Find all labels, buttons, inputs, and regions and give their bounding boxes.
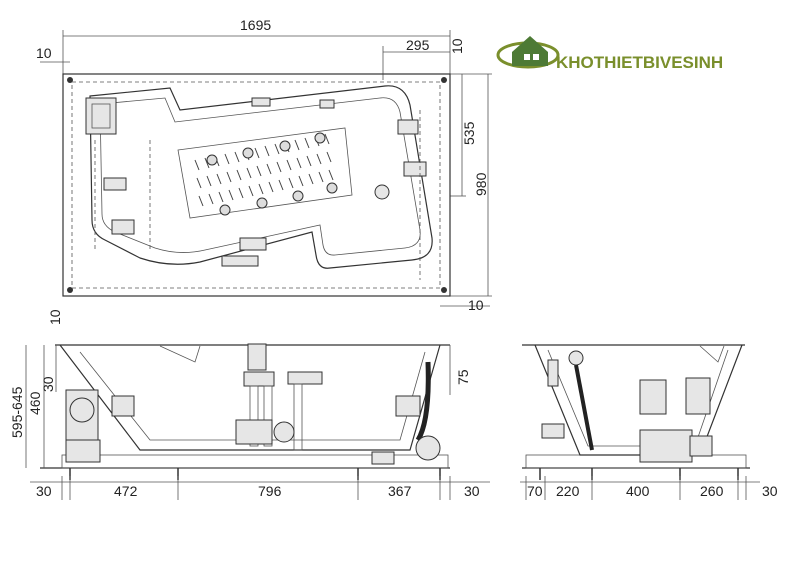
jet-grid <box>194 132 338 216</box>
dim-bottom-left-offset: 10 <box>47 309 63 325</box>
dim-front-right-edge: 30 <box>464 483 480 499</box>
fittings <box>103 97 427 267</box>
dim-corner-width: 295 <box>406 37 430 53</box>
dim-side-seg-c: 400 <box>626 483 650 499</box>
dim-front-seg-3: 367 <box>388 483 412 499</box>
dim-total-length: 1695 <box>240 17 271 33</box>
dim-total-width: 980 <box>473 172 489 196</box>
dim-bottom-right-offset: 10 <box>468 297 484 313</box>
dim-front-seg-1: 472 <box>114 483 138 499</box>
brand-name: KHOTHIETBIVESINH <box>556 53 723 72</box>
dim-right-offset-top: 10 <box>449 38 465 54</box>
front-view: 595-645 460 30 75 30 472 796 367 30 <box>9 343 490 500</box>
dim-side-seg-b: 220 <box>556 483 580 499</box>
dim-front-seg-2: 796 <box>258 483 282 499</box>
dim-inner-height: 535 <box>461 121 477 145</box>
dim-rim: 30 <box>40 376 56 392</box>
dim-right-height: 75 <box>455 369 471 385</box>
dim-height: 460 <box>27 391 43 415</box>
top-view: 1695 10 295 10 535 980 10 10 <box>36 17 492 325</box>
side-view: 70 220 400 260 30 <box>520 344 778 500</box>
dim-front-left-edge: 30 <box>36 483 52 499</box>
dim-side-seg-e: 30 <box>762 483 778 499</box>
dim-side-seg-a: 70 <box>527 483 543 499</box>
brand-logo: KHOTHIETBIVESINH <box>496 36 723 72</box>
dim-height-range: 595-645 <box>9 386 25 438</box>
dim-side-seg-d: 260 <box>700 483 724 499</box>
dim-left-offset: 10 <box>36 45 52 61</box>
